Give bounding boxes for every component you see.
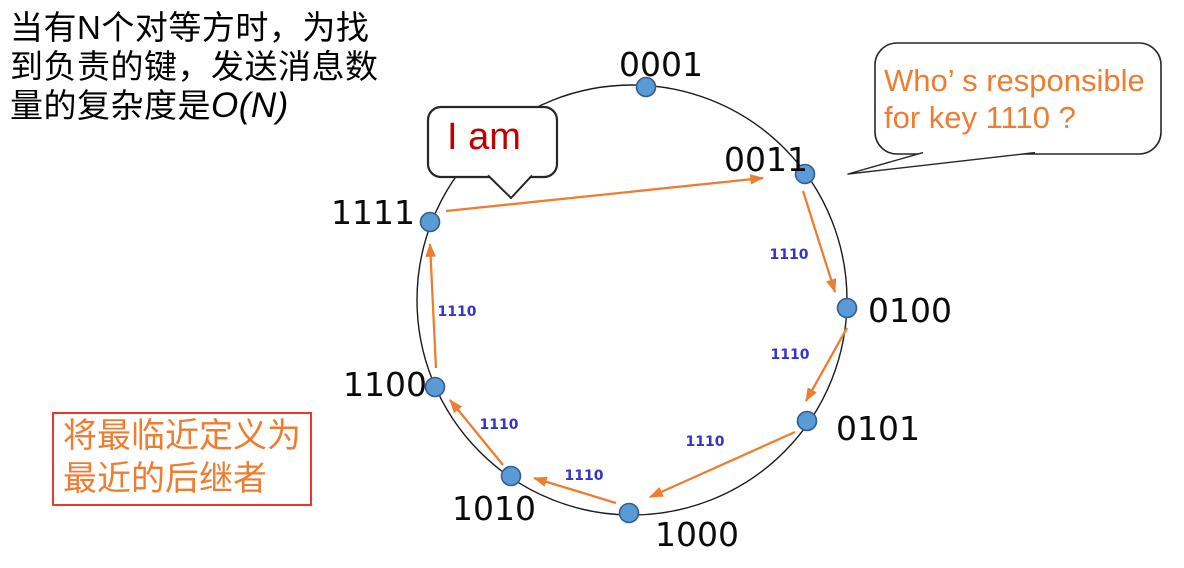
question-text-line1: Who’ s responsible <box>884 63 1145 98</box>
successor-definition-box: 将最临近定义为 最近的后继者 <box>52 412 312 506</box>
hop-arrow-1000-to-1010 <box>532 476 617 505</box>
node-label-1111: 1111 <box>331 193 415 232</box>
ring-node-1111 <box>419 211 441 233</box>
question-bubble-tail <box>847 151 1036 175</box>
big-o-formula: O(N) <box>211 86 289 125</box>
ring-node-0100 <box>836 297 858 319</box>
answer-text: I am <box>447 116 521 158</box>
answer-arrow-1111-to-0011 <box>445 174 765 213</box>
node-label-0011: 0011 <box>724 140 808 179</box>
node-label-0001: 0001 <box>619 45 703 84</box>
ring-node-1000 <box>618 502 640 524</box>
node-label-0100: 0100 <box>868 291 952 330</box>
answer-bubble-tail <box>487 174 533 199</box>
hop-arrow-1010-to-1100 <box>449 399 504 466</box>
hop-arrow-1100-to-1111 <box>425 242 438 369</box>
question-text-line2: for key 1110 ? <box>884 100 1076 135</box>
hop-arrow-0101-to-1000 <box>649 430 796 499</box>
ring-node-0011 <box>794 163 816 185</box>
hop-key-label-2: 1110 <box>771 347 810 363</box>
ring-node-1010 <box>500 465 522 487</box>
question-bubble <box>874 42 1162 155</box>
node-label-1000: 1000 <box>655 515 739 554</box>
complexity-note: 当有N个对等方时，为找 到负责的键，发送消息数 量的复杂度是O(N) <box>10 8 430 125</box>
node-label-1100: 1100 <box>343 365 427 404</box>
hop-key-label-4: 1110 <box>565 468 604 484</box>
ring-node-1100 <box>424 376 446 398</box>
hop-arrow-0011-to-0100 <box>801 190 837 293</box>
ring-node-0101 <box>796 410 818 432</box>
complexity-note-line3: 量的复杂度是O(N) <box>10 86 430 125</box>
complexity-note-line2: 到负责的键，发送消息数 <box>10 48 379 85</box>
node-label-1010: 1010 <box>452 489 536 528</box>
successor-definition-line1: 将最临近定义为 <box>63 417 301 455</box>
complexity-note-line3-text: 量的复杂度是 <box>10 87 211 124</box>
hop-key-label-5: 1110 <box>480 417 519 433</box>
node-label-0101: 0101 <box>836 409 920 448</box>
successor-definition-line2: 最近的后继者 <box>63 460 267 498</box>
ring-node-0001 <box>635 76 657 98</box>
hop-key-label-3: 1110 <box>686 434 725 450</box>
hop-key-label-1: 1110 <box>770 247 809 263</box>
hop-key-label-6: 1110 <box>438 304 477 320</box>
hop-arrow-0100-to-0101 <box>804 327 849 402</box>
complexity-note-line1: 当有N个对等方时，为找 <box>10 9 370 46</box>
